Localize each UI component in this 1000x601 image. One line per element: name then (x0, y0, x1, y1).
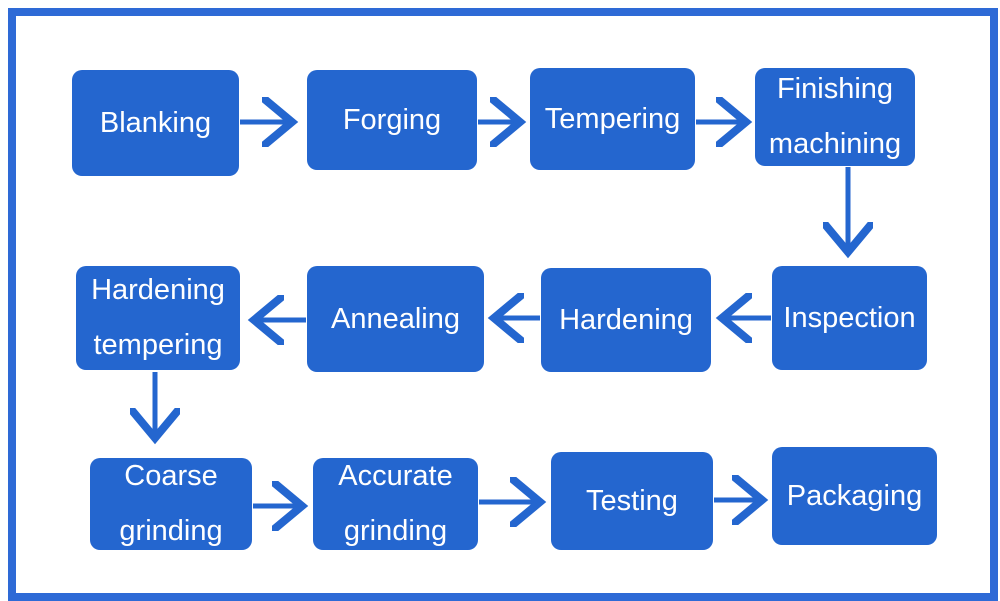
step-finishing-machining: Finishing machining (755, 68, 915, 166)
step-testing: Testing (551, 452, 713, 550)
step-tempering: Tempering (530, 68, 695, 170)
step-annealing: Annealing (307, 266, 484, 372)
step-hardening: Hardening (541, 268, 711, 372)
step-accurate-grinding: Accurate grinding (313, 458, 478, 550)
step-blanking: Blanking (72, 70, 239, 176)
step-label: Testing (586, 484, 678, 517)
step-label: Annealing (331, 302, 460, 335)
step-label: Hardening tempering (91, 274, 225, 361)
step-label: Forging (342, 103, 442, 136)
step-coarse-grinding: Coarse grinding (90, 458, 252, 550)
step-hardening-tempering: Hardening tempering (76, 266, 240, 370)
step-label: Packaging (786, 479, 923, 512)
step-label: Accurate grinding (338, 460, 453, 547)
step-forging: Forging (307, 70, 477, 170)
step-label: Blanking (99, 106, 212, 139)
step-packaging: Packaging (772, 447, 937, 545)
step-inspection: Inspection (772, 266, 927, 370)
step-label: Coarse grinding (119, 460, 223, 547)
step-label: Inspection (783, 301, 916, 334)
step-label: Hardening (559, 303, 693, 336)
step-label: Tempering (544, 102, 681, 135)
step-label: Finishing machining (768, 73, 902, 160)
